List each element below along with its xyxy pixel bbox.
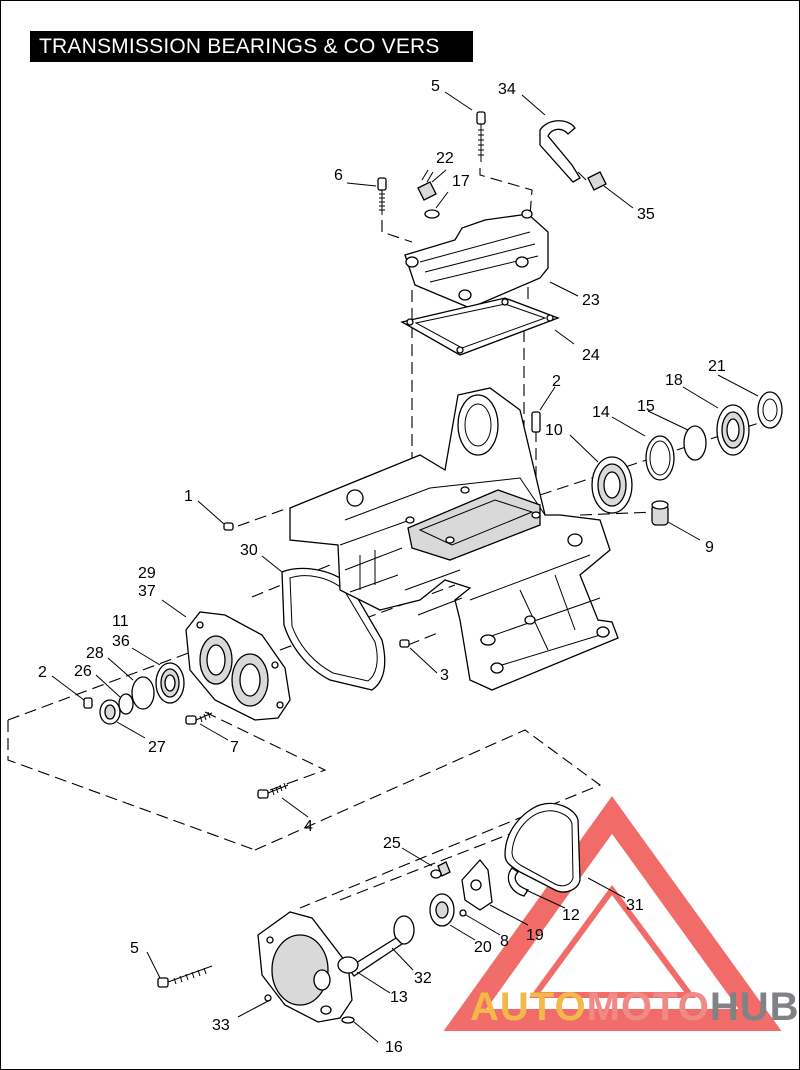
callout-17: 17	[452, 173, 470, 190]
o-ring-17	[424, 209, 440, 219]
bolt-5-bottom	[157, 965, 213, 988]
callout-3: 3	[440, 667, 449, 684]
callout-23: 23	[582, 292, 600, 309]
transmission-case	[289, 387, 619, 691]
retaining-ring-14	[645, 435, 675, 481]
callout-32: 32	[414, 970, 432, 987]
callout-12: 12	[562, 907, 580, 924]
bolt-6	[377, 177, 387, 215]
screw-25	[430, 861, 451, 879]
seal-26	[118, 693, 134, 715]
vent-hose-34	[539, 120, 581, 183]
callout-18: 18	[665, 372, 683, 389]
side-cover-33	[257, 911, 353, 1023]
watermark-moto: MOTO	[586, 985, 710, 1029]
dowel-2-left	[83, 697, 93, 709]
bearing-door-29-37	[185, 611, 291, 721]
callout-34: 34	[498, 81, 516, 98]
top-cover-23	[404, 209, 549, 309]
callout-37: 37	[138, 583, 156, 600]
callout-2-left: 2	[38, 664, 47, 681]
callout-8: 8	[500, 933, 509, 950]
callout-4: 4	[304, 818, 313, 835]
callout-28: 28	[86, 645, 104, 662]
o-ring-15	[683, 425, 707, 461]
gasket-31-inner	[511, 810, 574, 887]
bolt-5-top	[476, 111, 486, 162]
cover-gasket-24	[400, 297, 560, 356]
callout-25: 25	[383, 835, 401, 852]
ramp-20	[429, 893, 455, 927]
callout-20: 20	[474, 939, 492, 956]
callout-19: 19	[526, 927, 544, 944]
callout-26: 26	[74, 663, 92, 680]
callout-14: 14	[592, 404, 610, 421]
bolt-7	[185, 711, 213, 725]
leader-lines	[51, 91, 759, 1043]
bearing-11-36	[155, 662, 185, 704]
callout-10: 10	[545, 422, 563, 439]
ball-8	[459, 909, 467, 917]
seal-18	[716, 404, 750, 456]
callout-24: 24	[582, 347, 600, 364]
spacer-21	[757, 391, 783, 429]
o-ring-16	[341, 1016, 355, 1024]
bolt-4	[257, 782, 289, 799]
watermark-auto: AUTO	[470, 985, 587, 1029]
watermark-logo	[443, 796, 782, 1031]
callout-33: 33	[212, 1017, 230, 1034]
plug-1	[223, 522, 234, 531]
o-ring-13	[337, 956, 359, 974]
inner-ramp-19	[461, 858, 493, 911]
callout-11: 11	[112, 613, 129, 630]
callout-15: 15	[637, 398, 655, 415]
gasket-30	[281, 567, 386, 691]
bearing-10	[591, 456, 633, 514]
callout-29: 29	[138, 565, 156, 582]
seal-27	[99, 699, 121, 725]
switch-22	[417, 169, 437, 201]
callout-7: 7	[230, 739, 239, 756]
needle-bearing-9	[651, 500, 669, 526]
callout-13: 13	[390, 989, 408, 1006]
callout-30: 30	[240, 542, 258, 559]
callout-22: 22	[436, 150, 454, 167]
callout-numbers: 1 2 2 3 4 5 5 6 7 8 9 10 11 12 13 14 15 …	[38, 78, 726, 1056]
callout-35: 35	[637, 206, 655, 223]
callout-31: 31	[626, 897, 644, 914]
watermark-wordmark: AUTOMOTOHUB	[470, 985, 800, 1030]
callout-9: 9	[705, 539, 714, 556]
callout-21: 21	[708, 358, 726, 375]
watermark-hub: HUB	[709, 985, 800, 1029]
retaining-ring-12	[507, 867, 530, 897]
callout-5-top: 5	[431, 78, 440, 95]
dowel-3	[399, 639, 410, 648]
callout-1: 1	[184, 488, 193, 505]
callout-27: 27	[148, 739, 166, 756]
callout-16: 16	[385, 1039, 403, 1056]
dowel-2-right	[531, 411, 541, 433]
callout-5-bottom: 5	[130, 940, 139, 957]
o-ring-28	[131, 676, 155, 710]
callout-36: 36	[112, 633, 130, 650]
page-title: TRANSMISSION BEARINGS & CO VERS	[30, 31, 473, 62]
callout-2-right: 2	[552, 373, 561, 390]
gasket-31	[504, 802, 581, 893]
callout-6: 6	[334, 167, 343, 184]
fitting-35	[577, 171, 607, 191]
clutch-release-32	[347, 915, 415, 977]
